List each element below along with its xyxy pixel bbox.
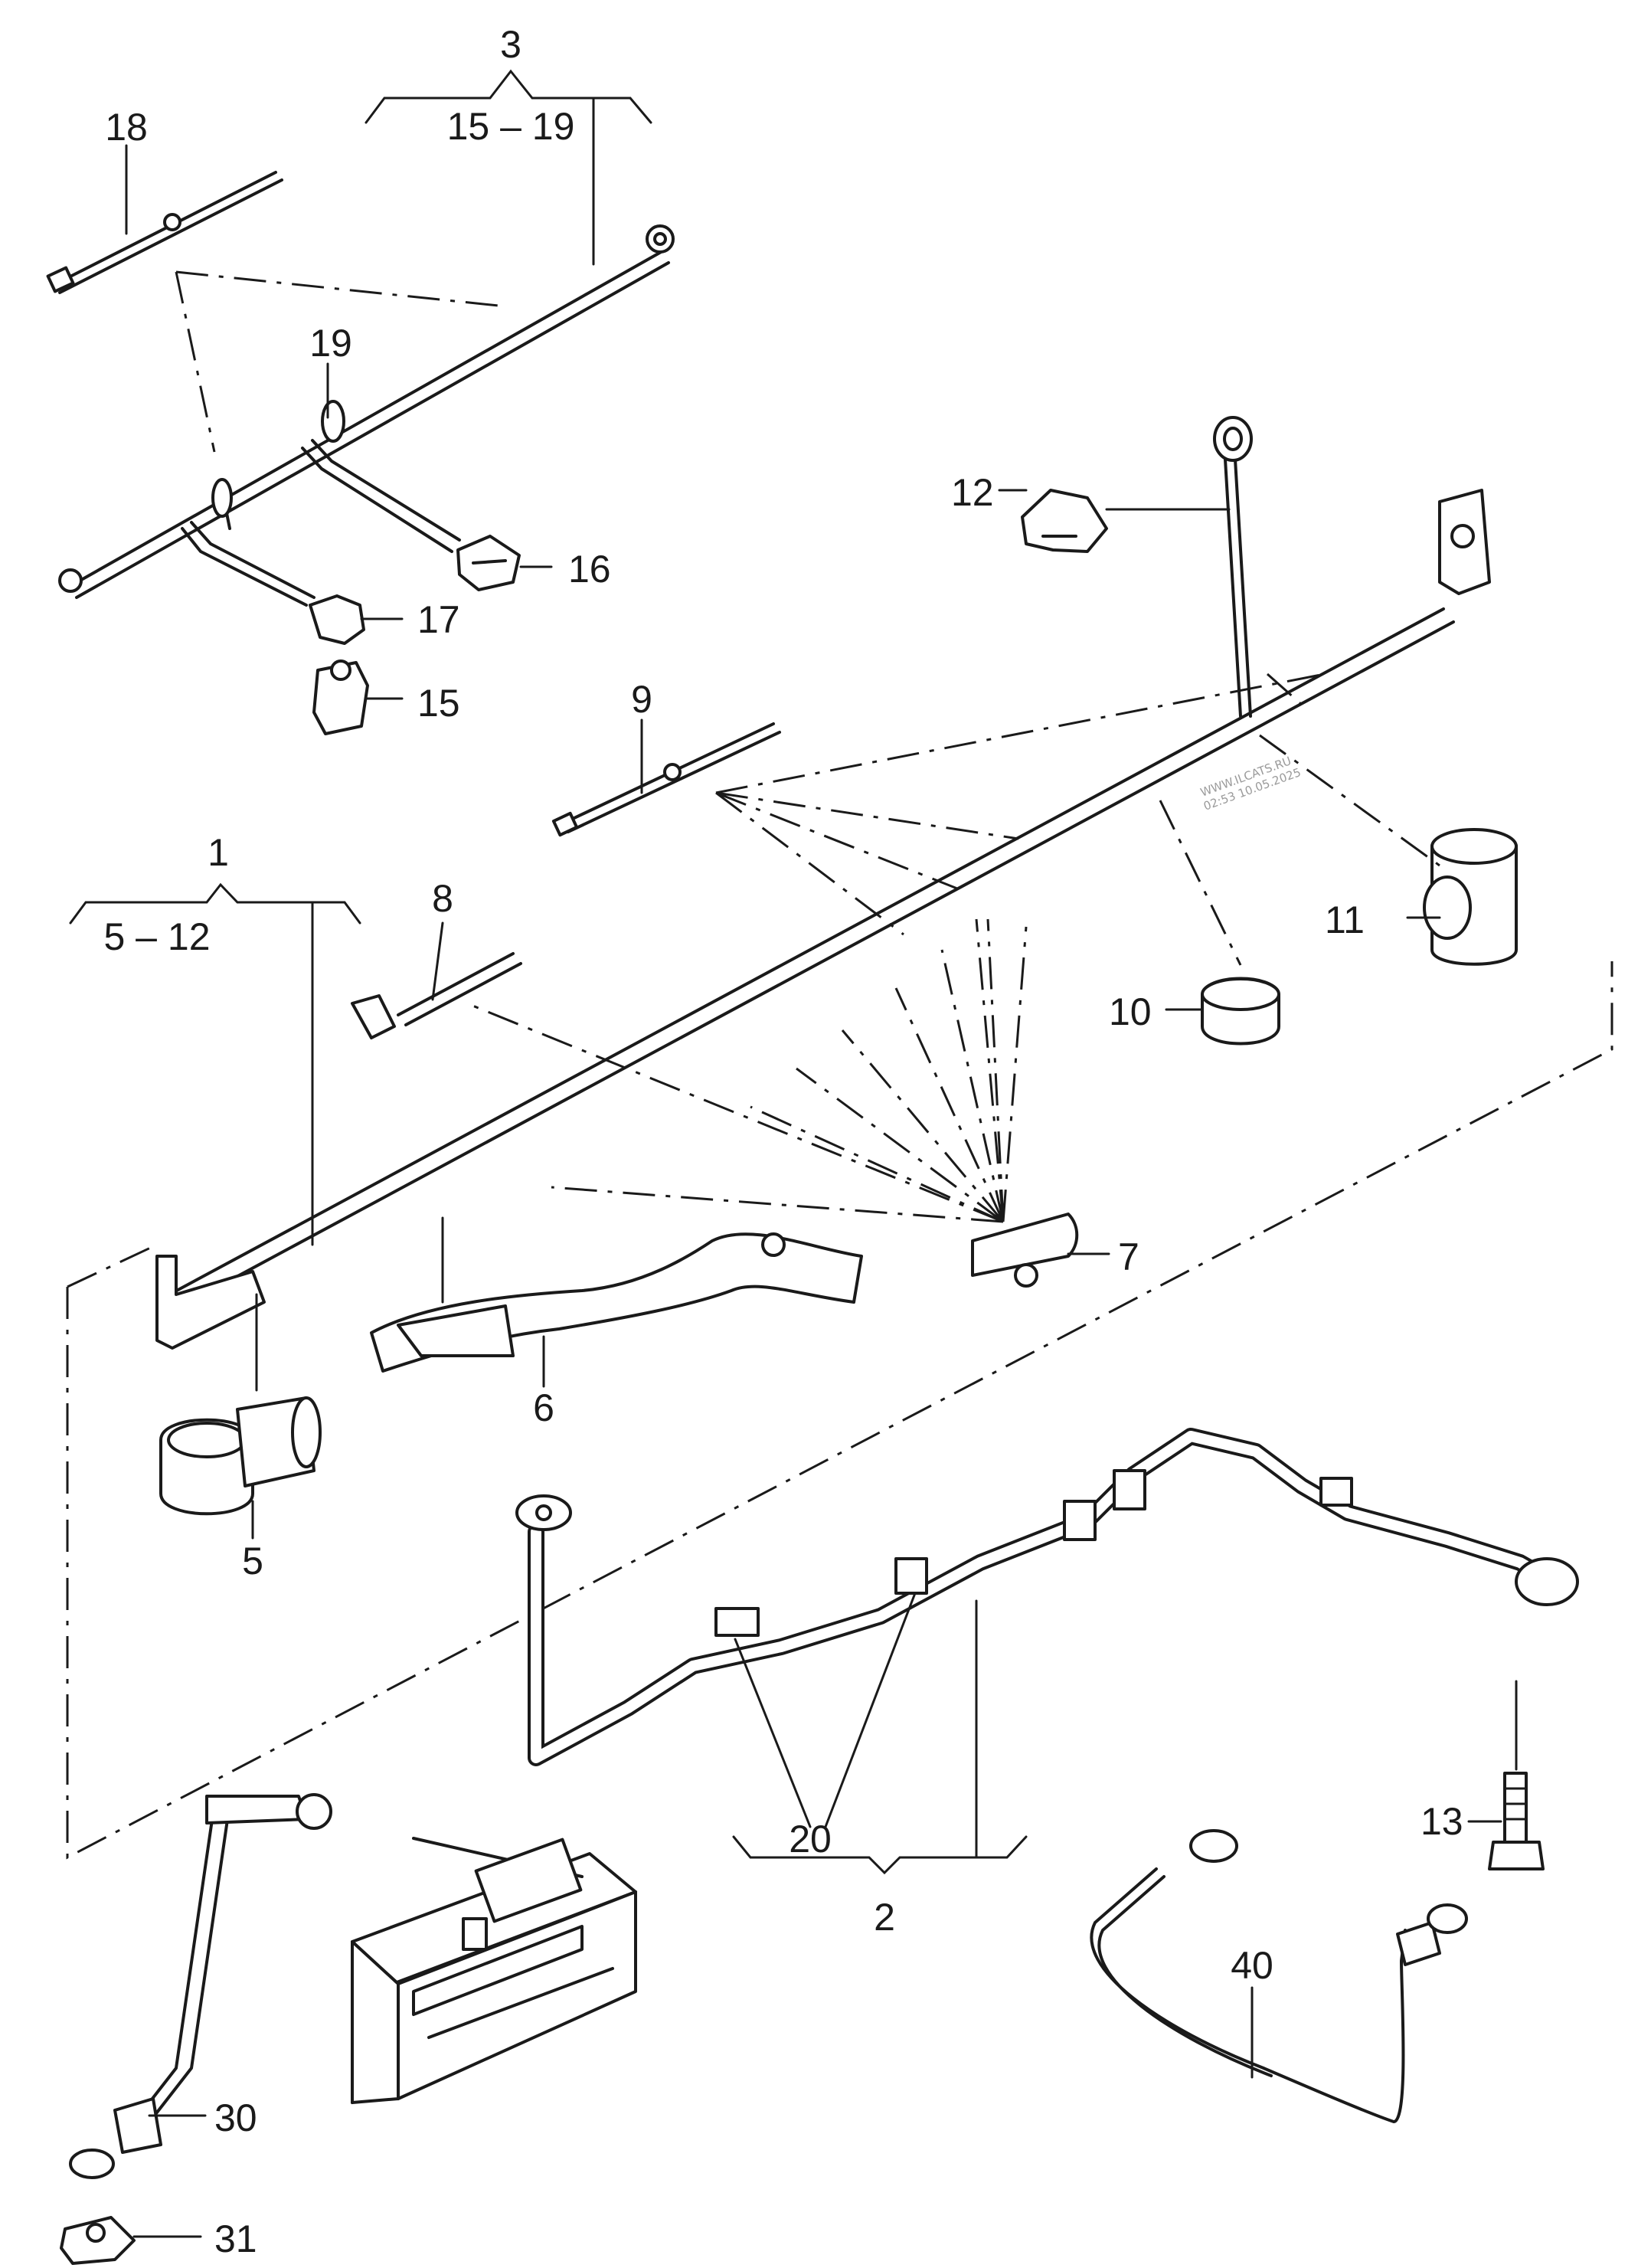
label-10: 10: [1109, 990, 1152, 1033]
label-11: 11: [1325, 898, 1365, 941]
ground-strap-30[interactable]: [69, 1793, 332, 2179]
label-12: 12: [951, 471, 994, 514]
connector-cap-17[interactable]: [309, 594, 365, 645]
group-range-1: 5 – 12: [103, 915, 210, 958]
cable-tie-18[interactable]: [46, 171, 283, 294]
label-5: 5: [242, 1540, 263, 1582]
group-range-3: 15 – 19: [447, 105, 575, 148]
clip-19[interactable]: [211, 400, 345, 530]
label-7: 7: [1118, 1235, 1139, 1278]
cable-40[interactable]: [1090, 1829, 1468, 2123]
label-9: 9: [631, 678, 652, 721]
boundary-dash: [66, 961, 1613, 1860]
label-16: 16: [568, 548, 611, 591]
label-30: 30: [214, 2096, 257, 2139]
terminal-cap-5[interactable]: [159, 1396, 322, 1516]
ground-strap-12[interactable]: [1213, 416, 1253, 718]
bolt-13[interactable]: [1488, 1772, 1545, 1870]
clip-20[interactable]: [714, 1557, 928, 1637]
bracket-1: [69, 882, 361, 925]
connector-15[interactable]: [312, 659, 369, 735]
label-17: 17: [417, 598, 460, 641]
guide-6[interactable]: [370, 1232, 863, 1373]
label-31: 31: [214, 2217, 257, 2260]
leader-dash-3: [175, 270, 506, 453]
label-20: 20: [789, 1818, 832, 1861]
leader-dash-1: [466, 673, 1440, 1223]
leader-5: [251, 1293, 258, 1540]
clamp-10[interactable]: [1201, 977, 1280, 1046]
harness-assembly-3[interactable]: [58, 224, 675, 607]
label-8: 8: [432, 877, 453, 920]
label-18: 18: [105, 106, 148, 149]
battery[interactable]: [351, 1837, 637, 2104]
label-15: 15: [417, 682, 460, 725]
battery-cable-2[interactable]: [515, 1428, 1579, 1766]
label-2: 2: [874, 1896, 895, 1939]
label-3: 3: [500, 23, 521, 66]
battery-cable-1[interactable]: [155, 489, 1491, 1350]
label-1: 1: [208, 831, 229, 874]
leader-12: [998, 489, 1231, 511]
bracket-2: [732, 1835, 1028, 1875]
bracket-3: [365, 69, 652, 124]
clip-31[interactable]: [60, 2216, 136, 2265]
cable-tie-8[interactable]: [351, 952, 522, 1039]
protective-cap-11[interactable]: [1423, 828, 1518, 966]
cable-tie-9[interactable]: [551, 722, 781, 837]
label-40: 40: [1231, 1944, 1273, 1987]
leader-20: [734, 1592, 917, 1828]
label-19: 19: [309, 322, 352, 365]
connector-16[interactable]: [456, 535, 521, 591]
holder-7[interactable]: [971, 1213, 1079, 1288]
cover-12[interactable]: [1021, 489, 1108, 553]
label-13: 13: [1421, 1800, 1463, 1843]
leader-8: [431, 921, 444, 1001]
label-6: 6: [533, 1386, 554, 1429]
